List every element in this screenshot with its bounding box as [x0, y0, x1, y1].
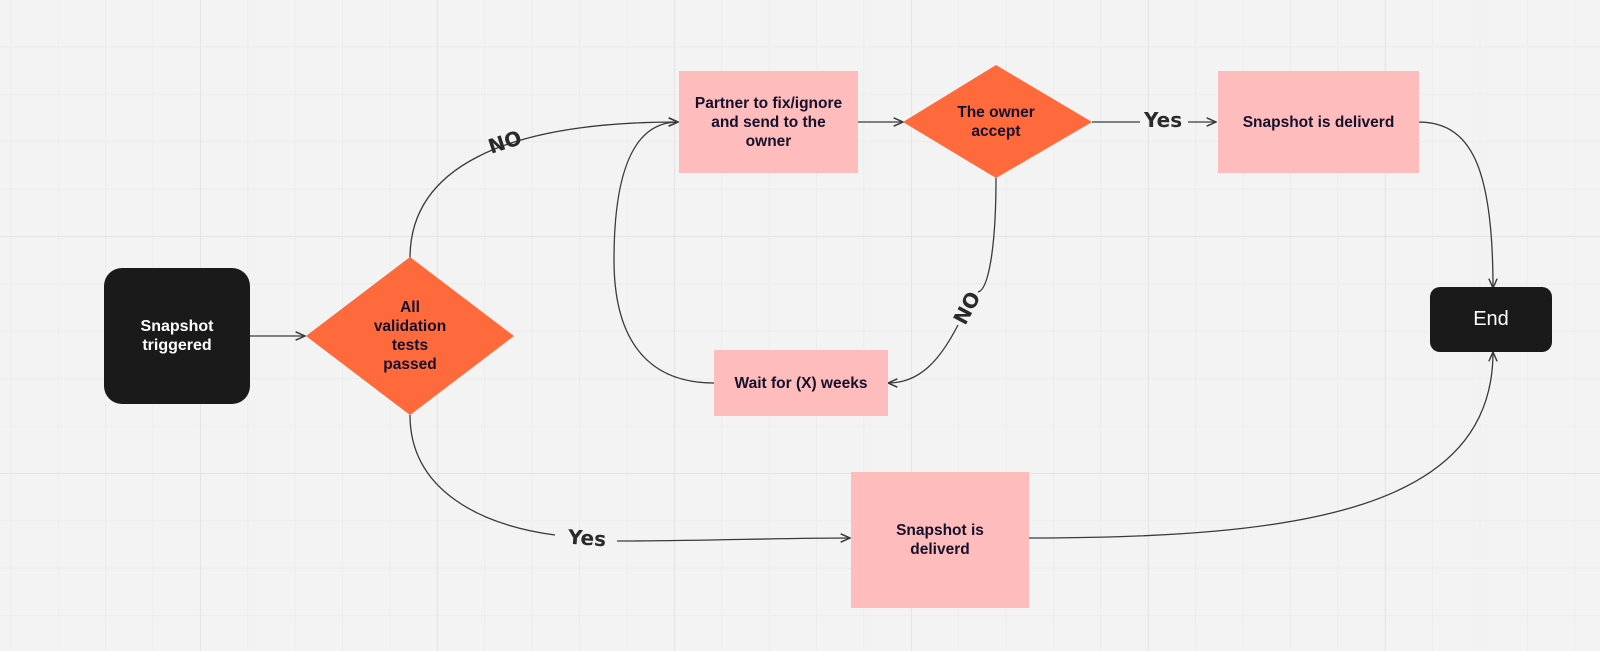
- validation-decision-label: All validation tests passed: [373, 299, 447, 373]
- start-node[interactable]: Snapshot triggered: [104, 268, 250, 404]
- partner-fix-label: Partner to fix/ignore and send to the ow…: [694, 94, 843, 150]
- edge-label-validation-yes: Yes: [567, 524, 607, 552]
- end-node[interactable]: End: [1430, 287, 1552, 352]
- validation-decision-shape: [306, 257, 514, 415]
- owner-accept-decision[interactable]: The owner accept: [936, 100, 1056, 144]
- delivered-bottom-node[interactable]: Snapshot is deliverd: [851, 472, 1029, 608]
- start-node-label: Snapshot triggered: [140, 318, 214, 354]
- delivered-top-label: Snapshot is deliverd: [1242, 113, 1395, 131]
- owner-accept-label: The owner accept: [957, 104, 1035, 140]
- wait-label: Wait for (X) weeks: [734, 374, 868, 392]
- delivered-top-node[interactable]: Snapshot is deliverd: [1218, 71, 1419, 173]
- edge-validation-no-to-partner: [409, 122, 678, 259]
- end-node-label: End: [1473, 308, 1509, 330]
- edge-label-owner-yes: Yes: [1144, 108, 1183, 132]
- validation-decision[interactable]: All validation tests passed: [356, 290, 464, 382]
- wait-node[interactable]: Wait for (X) weeks: [714, 350, 888, 416]
- owner-decision-shape: [903, 65, 1092, 178]
- edge-delivered-top-to-end: [1417, 121, 1493, 288]
- edge-validation-yes-to-delivered: [616, 538, 850, 541]
- edge-validation-yes-line: [409, 414, 556, 536]
- edge-owner-no-to-wait: [888, 177, 997, 383]
- partner-fix-node[interactable]: Partner to fix/ignore and send to the ow…: [679, 71, 858, 173]
- edge-delivered-bottom-to-end: [1027, 352, 1493, 539]
- delivered-bottom-label: Snapshot is deliverd: [896, 522, 984, 558]
- edge-wait-loop-to-partner: [613, 122, 715, 384]
